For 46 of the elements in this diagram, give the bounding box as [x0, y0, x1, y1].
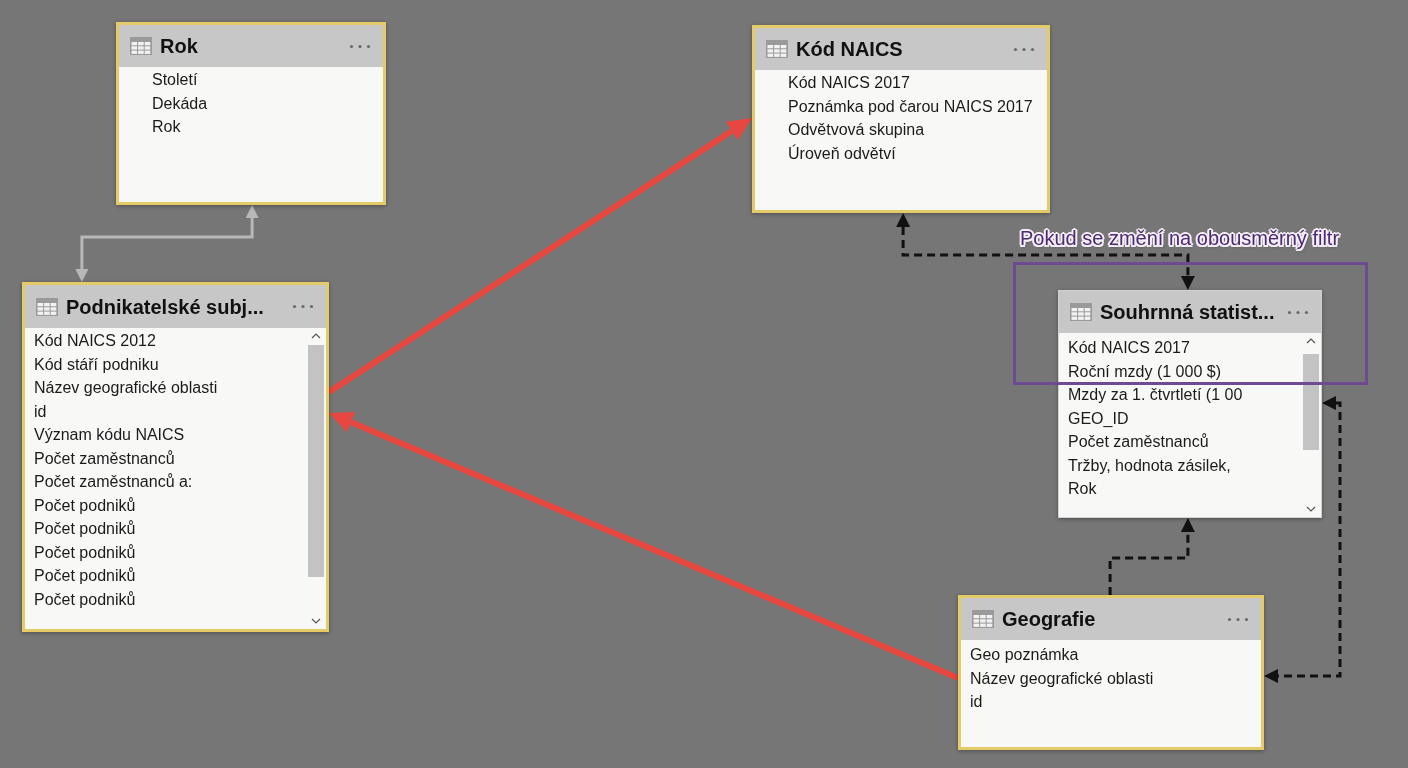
connector-arrow	[75, 205, 259, 282]
field-name: Název geografické oblasti	[970, 668, 1154, 689]
field-name: Počet podniků	[34, 589, 136, 610]
field-name: Geo poznámka	[970, 645, 1079, 665]
field-name: Rok	[1068, 479, 1097, 499]
field-name: Roční mzdy (1 000 $)	[1068, 361, 1221, 382]
field-name: Rok	[152, 117, 181, 137]
field-name: Tržby, hodnota zásilek,	[1068, 455, 1231, 476]
table-card	[1058, 290, 1322, 518]
table-title: Podnikatelské subj...	[66, 294, 264, 319]
field-name: Mzdy za 1. čtvrtletí (1 00	[1068, 385, 1243, 405]
annotation-text: Pokud se změní na obousměrný filtr	[1020, 226, 1340, 250]
field-name: Počet podniků	[34, 566, 136, 586]
table-card	[752, 25, 1050, 213]
dashed-arrow	[1264, 396, 1342, 684]
table-title: Rok	[160, 34, 198, 58]
table-title: Kód NAICS	[796, 37, 903, 61]
field-name: Kód NAICS 2012	[34, 331, 156, 351]
field-name: Kód NAICS 2017	[1068, 338, 1190, 358]
dashed-arrow	[1108, 518, 1195, 595]
field-name: Počet zaměstnanců a:	[34, 472, 193, 492]
field-name: Počet zaměstnanců	[34, 448, 175, 469]
table-title: Souhrnná statist...	[1100, 300, 1275, 324]
arrow	[329, 412, 960, 681]
field-name: Kód stáří podniku	[34, 354, 159, 375]
field-name: id	[970, 692, 983, 712]
table-card	[958, 595, 1264, 750]
field-name: Počet podniků	[34, 495, 136, 516]
field-name: Odvětvová skupina	[788, 120, 925, 140]
dashed-arrow	[896, 213, 1195, 290]
field-name: GEO_ID	[1068, 408, 1129, 429]
field-name: Kód NAICS 2017	[788, 73, 910, 93]
field-name: Počet podniků	[34, 519, 136, 539]
field-name: Dekáda	[152, 93, 208, 114]
table-title: Geografie	[1002, 607, 1096, 631]
table-card	[22, 282, 329, 632]
field-name: Počet podniků	[34, 542, 136, 563]
field-name: Poznámka pod čarou NAICS 2017	[788, 96, 1033, 117]
table-card	[116, 22, 386, 205]
field-name: Počet zaměstnanců	[1068, 432, 1209, 452]
field-name: Úroveň odvětví	[788, 143, 896, 164]
arrow	[327, 118, 753, 395]
field-name: id	[34, 401, 47, 422]
field-name: Století	[152, 70, 198, 90]
field-name: Význam kódu NAICS	[34, 425, 185, 445]
field-name: Název geografické oblasti	[34, 378, 218, 398]
